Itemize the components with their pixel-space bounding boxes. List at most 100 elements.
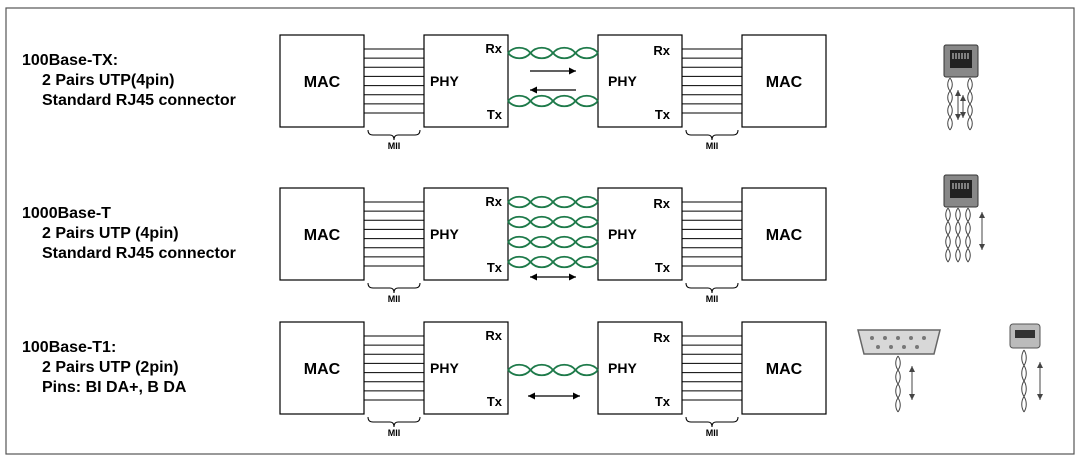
mii-brace-left [367, 416, 421, 428]
cable-wire [967, 77, 973, 131]
phy-box-left [423, 321, 509, 415]
arrow-bidirectional-head-left [530, 273, 537, 281]
twisted-pair-lower [507, 94, 599, 108]
mac-label-right: MAC [766, 74, 803, 91]
mac-box-right [741, 187, 827, 281]
mii-label-right: MII [706, 294, 719, 304]
phy-label-right: PHY [608, 73, 637, 89]
phy-label-right: PHY [608, 226, 637, 242]
usb-connector-icon [1009, 323, 1041, 349]
standard-title: 1000Base-T [22, 205, 111, 222]
twisted-pair-3 [507, 235, 599, 249]
mii-label-right: MII [706, 428, 719, 438]
mii-brace-right [685, 282, 739, 294]
tx-label-right: Tx [655, 394, 671, 409]
cable-arrow-head-up [1037, 362, 1043, 368]
rx-label-left: Rx [485, 41, 502, 56]
twisted-pair-4 [507, 255, 599, 269]
cable-wire [965, 207, 971, 263]
db9-pin [896, 336, 900, 340]
arrow-bidirectional-head-right [573, 392, 580, 400]
row-2: 100Base-T1: 2 Pairs UTP (2pin) Pins: BI DA… [22, 321, 1043, 438]
db9-pin [883, 336, 887, 340]
cable-wire [895, 355, 901, 413]
mac-box-right [741, 34, 827, 128]
twisted-pair-single [507, 363, 599, 377]
phy-box-right [597, 187, 683, 281]
phy-box-right [597, 34, 683, 128]
standard-line1: 2 Pairs UTP(4pin) [42, 72, 174, 89]
db9-connector-icon [857, 329, 941, 355]
mac-label-left: MAC [304, 74, 341, 91]
db9-pin [902, 345, 906, 349]
rx-label-right: Rx [653, 330, 670, 345]
arrow-rx-head-right [569, 67, 576, 75]
rj45-connector-icon [943, 174, 979, 208]
rj45-connector-icon [943, 44, 979, 78]
phy-label-right: PHY [608, 360, 637, 376]
standard-line1: 2 Pairs UTP (2pin) [42, 359, 179, 376]
rx-label-left: Rx [485, 328, 502, 343]
rx-label-right: Rx [653, 196, 670, 211]
cable-wire [1021, 349, 1027, 413]
arrow-bidirectional-head-left [528, 392, 535, 400]
standard-title: 100Base-T1: [22, 339, 116, 356]
arrow-tx-head-left [530, 86, 537, 94]
db9-pin [915, 345, 919, 349]
outer-frame [5, 7, 1075, 455]
phy-label-left: PHY [430, 360, 459, 376]
rx-label-left: Rx [485, 194, 502, 209]
arrow-bidirectional-head-right [569, 273, 576, 281]
twisted-pair-2 [507, 215, 599, 229]
phy-box-left [423, 187, 509, 281]
db9-pin [870, 336, 874, 340]
db9-pin [909, 336, 913, 340]
cable-arrow-head-up [979, 212, 985, 218]
mac-label-left: MAC [304, 227, 341, 244]
cable-arrow-2-head-up [960, 95, 966, 101]
tx-label-left: Tx [487, 394, 503, 409]
cable-wire [947, 77, 953, 131]
mac-box-left [279, 187, 365, 281]
cable-wire [945, 207, 951, 263]
cable-arrow-head-up [909, 366, 915, 372]
cable-arrow-head-up [955, 90, 961, 96]
mac-box-right [741, 321, 827, 415]
rx-label-right: Rx [653, 43, 670, 58]
tx-label-left: Tx [487, 107, 503, 122]
mii-brace-left [367, 282, 421, 294]
phy-label-left: PHY [430, 73, 459, 89]
db9-shell [857, 329, 941, 355]
tx-label-right: Tx [655, 107, 671, 122]
phy-label-left: PHY [430, 226, 459, 242]
mac-box-left [279, 321, 365, 415]
tx-label-right: Tx [655, 260, 671, 275]
row-1: 1000Base-T 2 Pairs UTP (4pin) Standard RJ4… [22, 174, 985, 304]
cable-arrow-2-head-down [960, 112, 966, 118]
cable-arrow-head-down [909, 394, 915, 400]
mac-label-right: MAC [766, 227, 803, 244]
mii-label-left: MII [388, 428, 401, 438]
row-0: 100Base-TX:2 Pairs UTP(4pin)Standard RJ4… [22, 34, 979, 151]
cable-wire [955, 207, 961, 263]
usb-port [1015, 330, 1035, 338]
twisted-pair-1 [507, 195, 599, 209]
mac-label-left: MAC [304, 361, 341, 378]
standard-line2: Standard RJ45 connector [42, 245, 236, 262]
mac-box-left [279, 34, 365, 128]
cable-arrow-head-down [979, 244, 985, 250]
phy-box-left [423, 34, 509, 128]
tx-label-left: Tx [487, 260, 503, 275]
standard-title: 100Base-TX: [22, 52, 118, 69]
cable-arrow-head-down [1037, 394, 1043, 400]
standard-line1: 2 Pairs UTP (4pin) [42, 225, 179, 242]
standard-line2: Pins: BI DA+, B DA [42, 379, 187, 396]
mii-label-right: MII [706, 141, 719, 151]
mii-brace-right [685, 129, 739, 141]
phy-box-right [597, 321, 683, 415]
db9-pin [889, 345, 893, 349]
mii-label-left: MII [388, 294, 401, 304]
mii-brace-left [367, 129, 421, 141]
cable-arrow-head-down [955, 114, 961, 120]
